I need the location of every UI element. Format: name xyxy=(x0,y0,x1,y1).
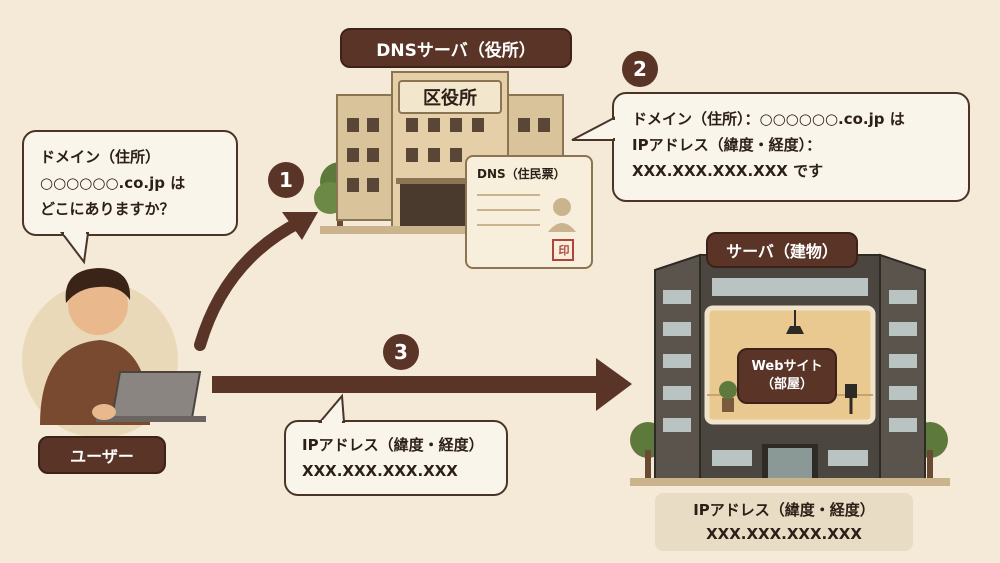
card-stamp: 印 xyxy=(558,244,570,257)
dns-response-bubble: ドメイン（住所）：○○○○○○.co.jp は IPアドレス（緯度・経度）： X… xyxy=(612,92,970,202)
server-ip-line: XXX.XXX.XXX.XXX xyxy=(706,525,862,543)
user-label: ユーザー xyxy=(38,436,166,474)
room-label-line-1: Webサイト xyxy=(751,359,823,374)
request-line: IPアドレス（緯度・経度） xyxy=(302,436,484,454)
user-question-bubble: ドメイン（住所） ○○○○○○.co.jp は どこにありますか？ xyxy=(22,130,238,236)
response-line: IPアドレス（緯度・経度）： xyxy=(632,136,822,154)
step-number-1: 1 xyxy=(268,162,304,198)
step-number-3: 3 xyxy=(383,334,419,370)
server-ip-box: IPアドレス（緯度・経度） XXX.XXX.XXX.XXX xyxy=(655,493,913,551)
bubble-line: ドメイン（住所） xyxy=(40,148,161,166)
dns-server-title: DNSサーバ（役所） xyxy=(340,28,572,68)
dns-resident-card: DNS（住民票） xyxy=(465,155,593,269)
ip-request-bubble: IPアドレス（緯度・経度） XXX.XXX.XXX.XXX xyxy=(284,420,508,496)
bubble-line: ○○○○○○.co.jp は xyxy=(40,174,186,192)
request-line: XXX.XXX.XXX.XXX xyxy=(302,462,458,480)
website-room-label: Webサイト （部屋） xyxy=(737,348,837,404)
step-number-2: 2 xyxy=(622,51,658,87)
room-label-line-2: （部屋） xyxy=(760,377,813,392)
dns-card-label: DNS（住民票） xyxy=(477,167,566,181)
city-hall-sign: 区役所 xyxy=(398,80,502,114)
server-title: サーバ（建物） xyxy=(706,232,858,268)
server-ip-line: IPアドレス（緯度・経度） xyxy=(693,501,875,519)
response-line: ドメイン（住所）：○○○○○○.co.jp は xyxy=(632,110,905,128)
response-line: XXX.XXX.XXX.XXX です xyxy=(632,162,824,180)
bubble-line: どこにありますか？ xyxy=(40,200,175,218)
